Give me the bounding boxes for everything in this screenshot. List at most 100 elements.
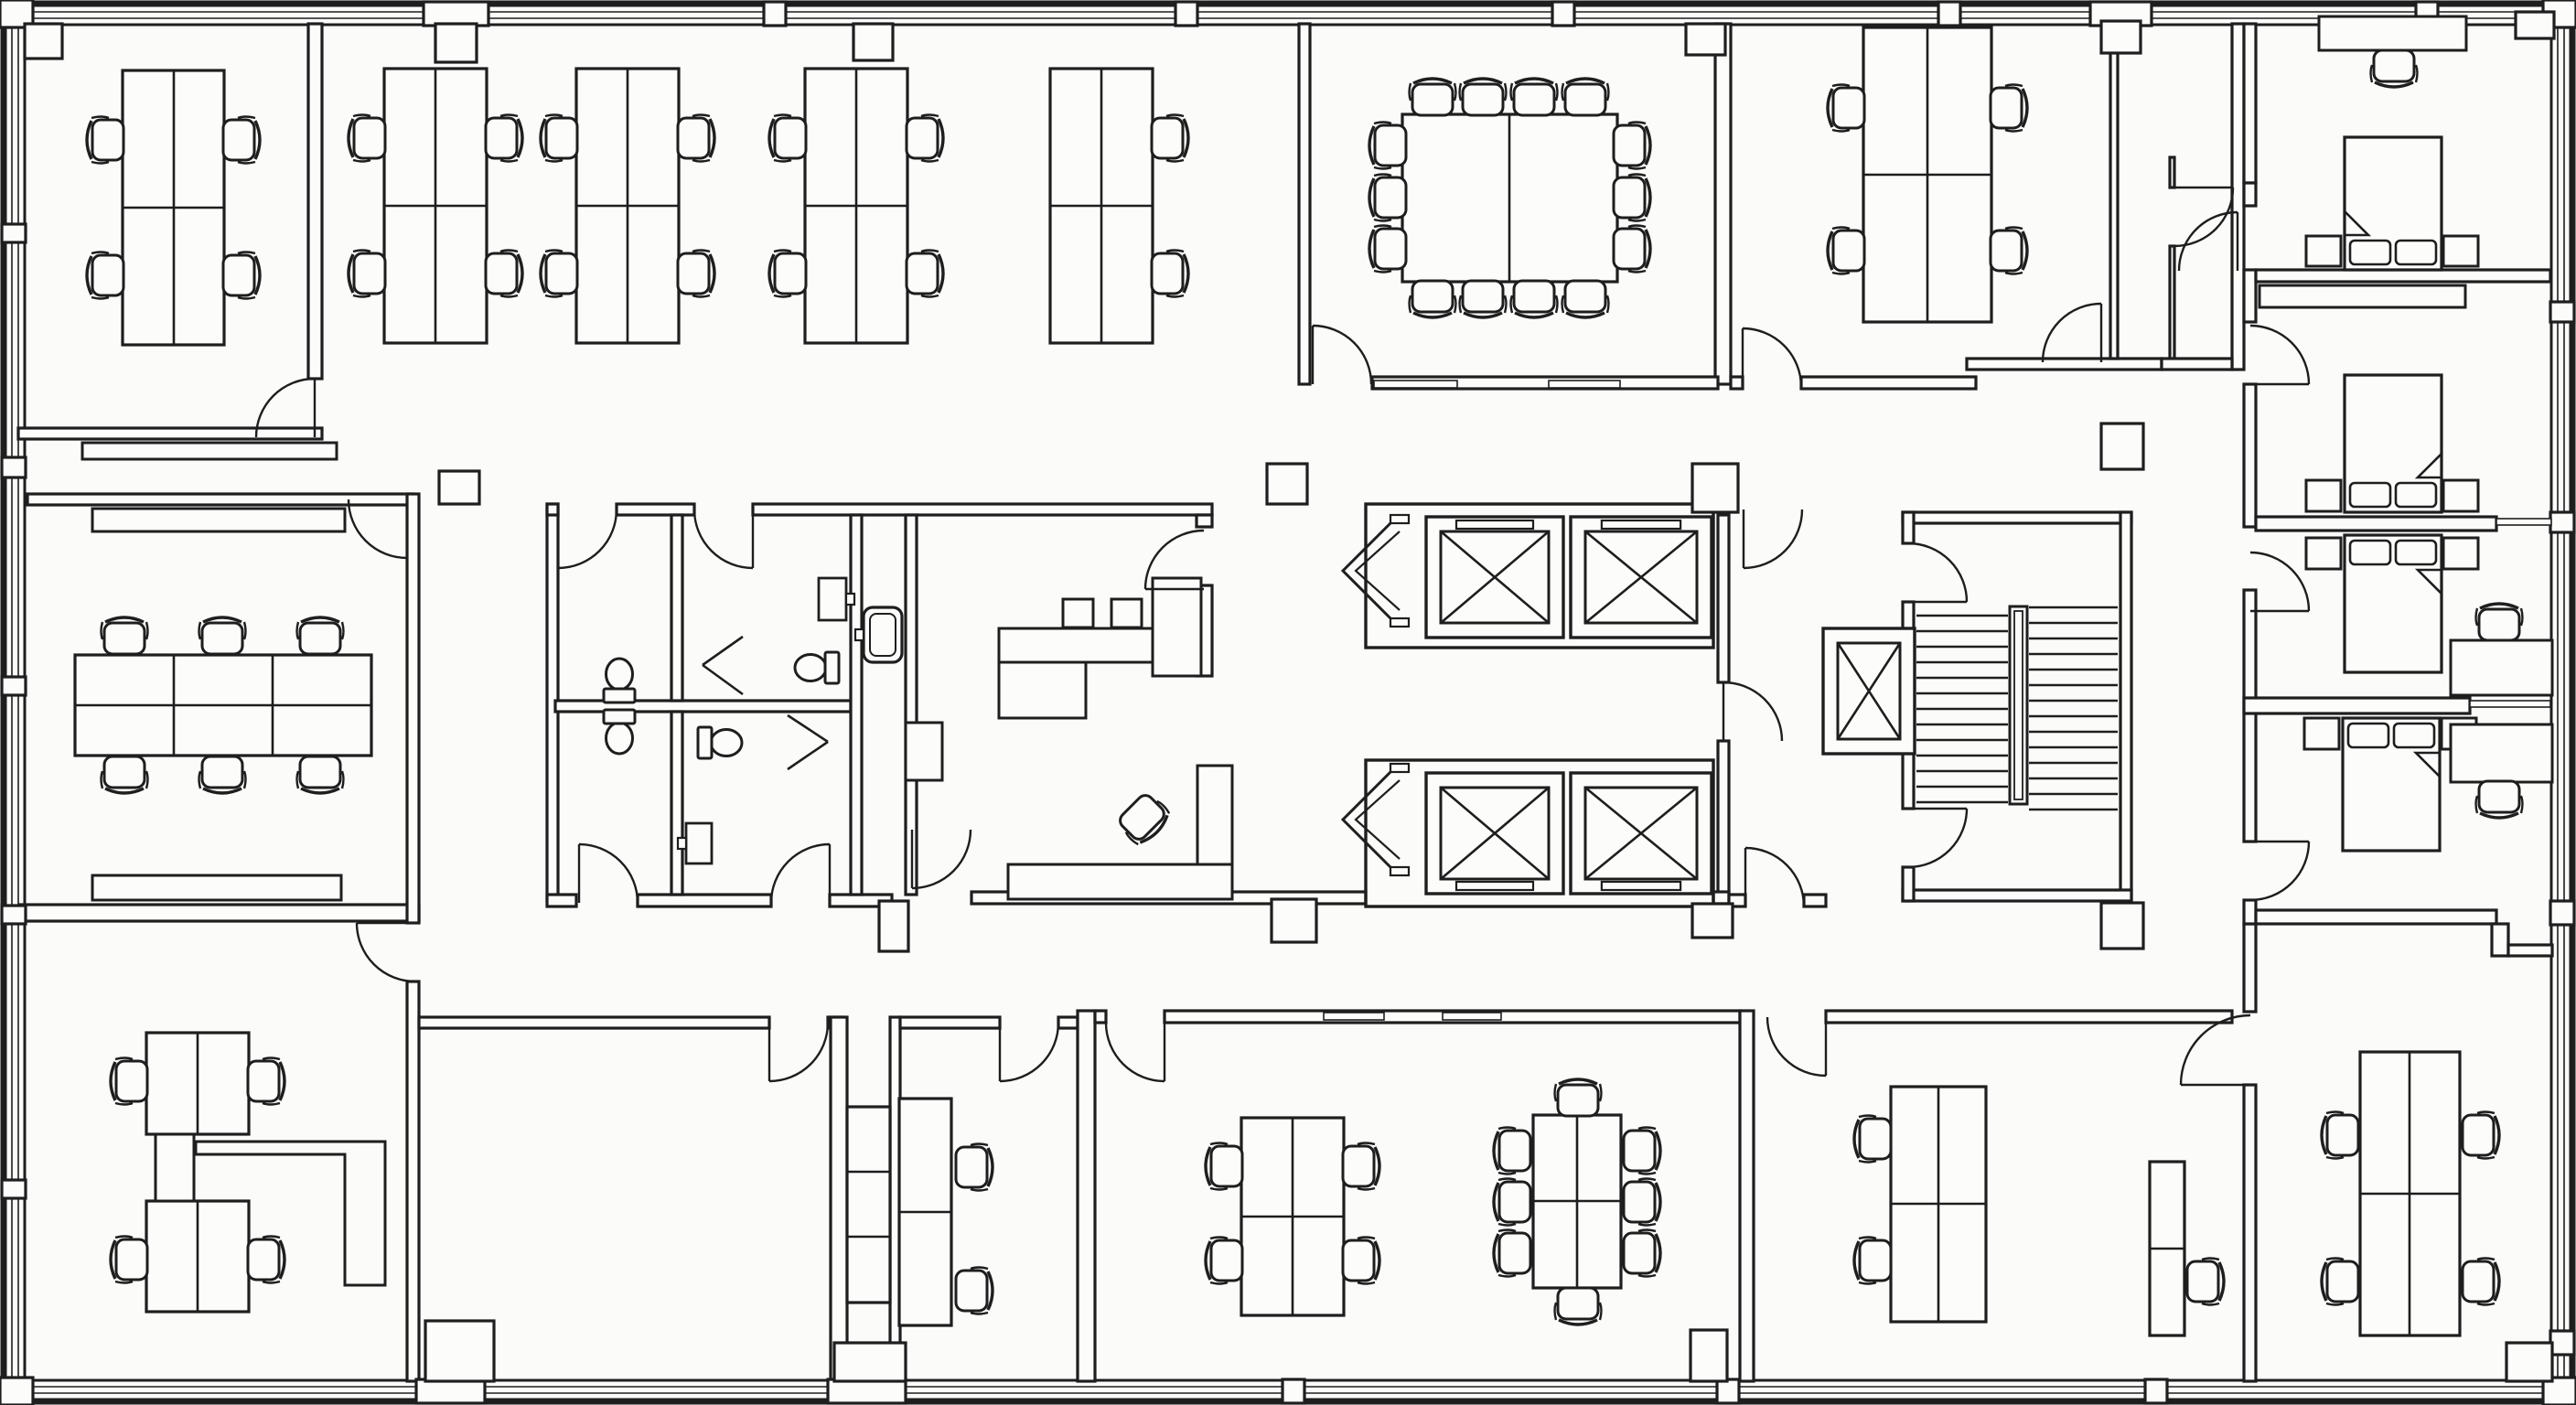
bed-pillow (2394, 539, 2438, 566)
lounge-bench (1006, 863, 1234, 901)
conference-chairs (1561, 77, 1610, 117)
shaft-lower (1364, 758, 1715, 908)
pier (2549, 300, 2576, 324)
office-chairs (905, 113, 945, 163)
wall-lobby-south-b (1712, 890, 1731, 906)
door-room-c (1104, 1022, 1166, 1083)
wall-office-b-north-a (898, 1015, 1002, 1030)
wall-lobby-east-b (1716, 739, 1731, 896)
toilet (602, 708, 637, 756)
pier (2549, 899, 2576, 927)
door-room-b-rw (2249, 324, 2311, 386)
conference-chairs (1612, 121, 1652, 170)
wall-stair-west-a (1901, 510, 1916, 545)
door-office-b (998, 1022, 1060, 1083)
door-lobby-sw (910, 829, 972, 890)
pier (0, 456, 27, 479)
kitchen-appliance (1110, 597, 1143, 629)
bed-fold (2414, 450, 2443, 479)
elevator-x (1440, 531, 1550, 624)
wall-stair-north (1901, 510, 2133, 525)
wall-rw-ab (2254, 268, 2552, 284)
office-c-chairs (1204, 1142, 1244, 1191)
office-d-chairs (1852, 1236, 1893, 1285)
wall-niche-west (829, 1015, 849, 1383)
nightstand (2304, 536, 2343, 571)
l-desk (194, 1140, 387, 1287)
pilaster (2514, 10, 2556, 40)
elevator-sill (1454, 880, 1535, 892)
pilaster (424, 1319, 496, 1383)
pilaster (2099, 19, 2142, 55)
pier (0, 904, 27, 926)
door-wc-south-2 (769, 842, 832, 904)
elevator-sill (1600, 880, 1682, 892)
pilaster (434, 22, 478, 64)
conference-chairs (1509, 279, 1559, 319)
pier (1281, 1378, 1306, 1405)
door-wc-men (692, 509, 755, 570)
wall-rw-de-jog2 (2506, 943, 2554, 958)
desk (2449, 723, 2554, 784)
bed-fold (2412, 751, 2442, 780)
conference-chairs (1368, 121, 1408, 170)
meeting-chairs (100, 616, 149, 656)
pilaster (852, 22, 895, 62)
office-chairs (85, 251, 125, 300)
desk (2449, 638, 2554, 697)
pier (1937, 0, 1962, 27)
office-chairs (767, 249, 808, 298)
wall-wc-mid (553, 699, 853, 713)
wall-de-upper (2242, 922, 2258, 1014)
conference-chairs (1622, 1177, 1662, 1227)
office-chairs (347, 249, 387, 298)
door-office2 (1741, 327, 1803, 388)
office-bl-chairs (246, 1235, 286, 1284)
sidelight (1323, 1012, 1385, 1021)
bed-pillow (2346, 722, 2390, 749)
office-bl-chairs (246, 1056, 286, 1106)
office-c-chairs (1204, 1236, 1244, 1285)
pilaster (1689, 1328, 1729, 1383)
pier (0, 1178, 27, 1200)
door-kitchen (1143, 529, 1205, 591)
wall-office-b-north-b (1057, 1015, 1079, 1030)
elevator-x (1440, 787, 1550, 880)
pier (422, 0, 490, 27)
office-chairs (676, 249, 716, 298)
shaft-vent (1354, 779, 1401, 860)
wall-office2-south-a (1729, 375, 1744, 391)
toilet (602, 657, 637, 704)
wall-stair-west-c (1901, 865, 1916, 903)
pier (1174, 0, 1199, 27)
shaft-vent-cap (1389, 617, 1411, 628)
stair-rail-inner (2013, 610, 2023, 800)
wall-stair-south (1901, 888, 2133, 903)
sink-basin-inner (869, 613, 896, 657)
cabinet-row (845, 1105, 892, 1304)
door-office1 (254, 377, 317, 438)
door-room-e (2179, 1014, 2251, 1087)
wall-office3-inner-a (2168, 156, 2176, 189)
column (1265, 462, 1309, 506)
wall-chase-west (849, 513, 864, 896)
pier (826, 1378, 907, 1405)
conference-chairs (1612, 224, 1652, 273)
meeting-chairs (100, 755, 149, 795)
pier (0, 1376, 35, 1405)
wall-rw-corr-b (2242, 268, 2258, 324)
wall-lobby-east-a (1716, 513, 1731, 684)
office-chairs (1150, 249, 1190, 298)
office-chairs (676, 113, 716, 163)
sidelight (2496, 518, 2552, 526)
office-chairs (1826, 226, 1866, 275)
office-b-chairs (954, 1266, 994, 1315)
pier (2549, 1329, 2576, 1357)
bed-pillow (2394, 239, 2438, 266)
meeting-chairs (198, 616, 247, 656)
wall-office3-inner-b (2168, 244, 2176, 360)
pilaster (2505, 1341, 2554, 1383)
wall-corridor-south-east (1824, 1009, 2234, 1024)
office-chairs (221, 251, 262, 300)
